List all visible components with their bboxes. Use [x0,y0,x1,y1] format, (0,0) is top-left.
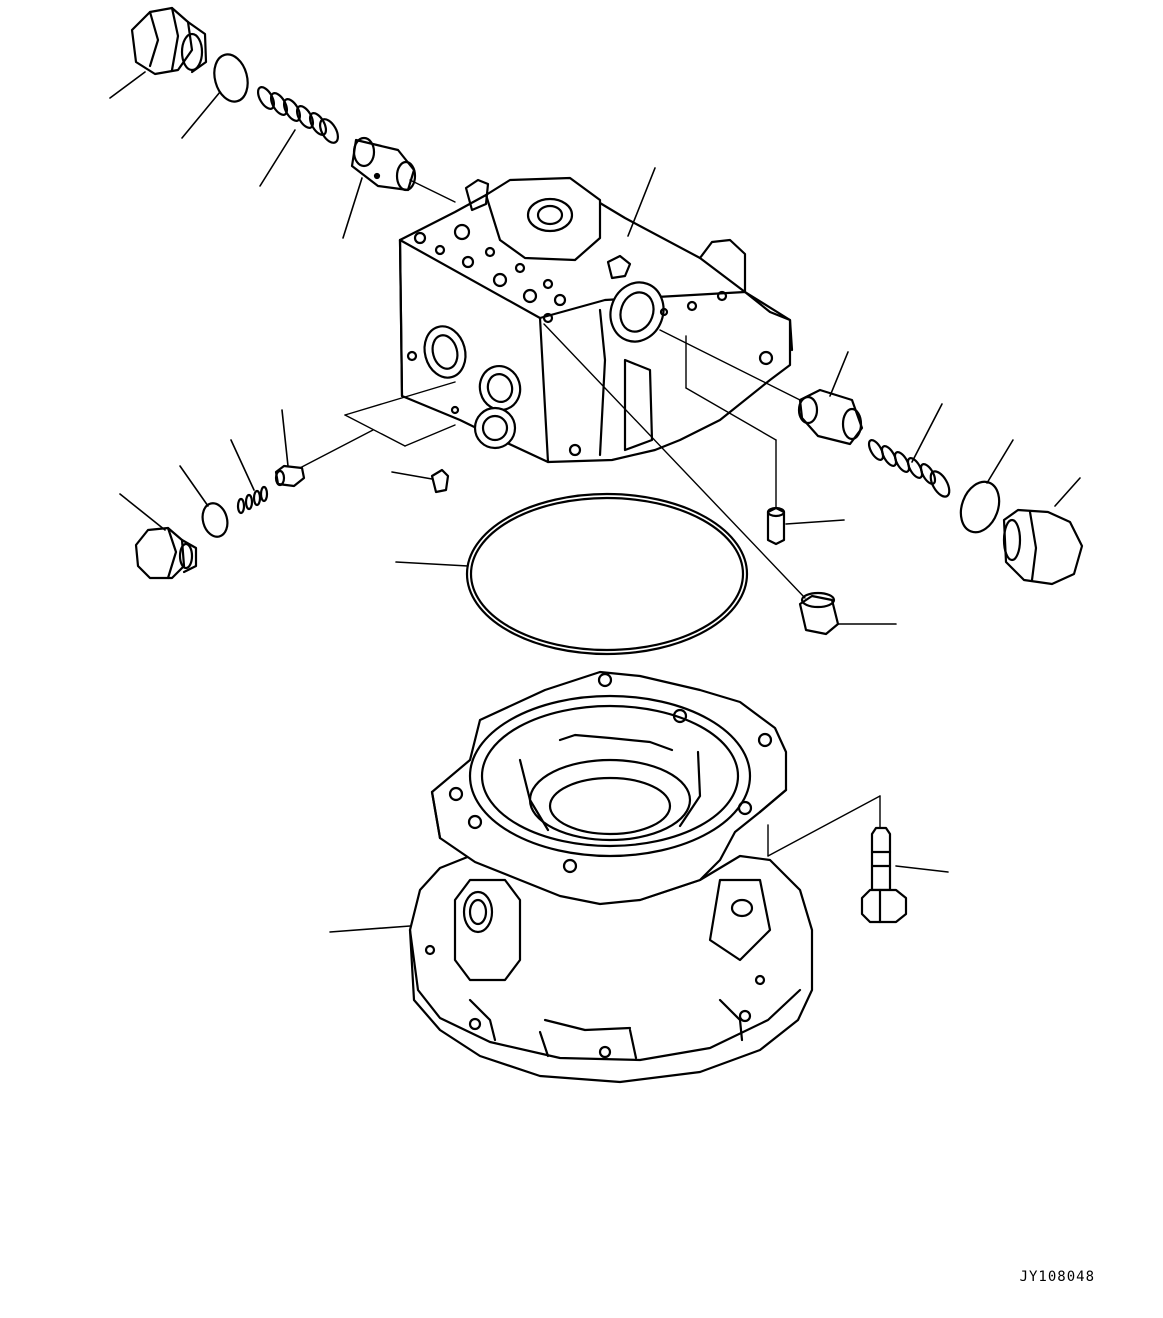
collar [798,591,840,636]
plug-right [1002,508,1084,586]
spring-right [867,439,951,498]
o-ring-upper-left [213,53,249,103]
large-o-ring [465,492,749,656]
spring-upper-left [256,86,339,144]
drawing-code: JY108048 [1019,1269,1095,1285]
motor-housing [408,670,814,1084]
relief-valve-plug-upper-left [130,6,208,76]
o-ring-lower-left [201,502,229,538]
check-valve-poppet [274,464,306,488]
piston-upper-left [350,136,417,192]
motor-valve-body [398,176,794,464]
mounting-bolt [860,826,908,924]
piston-right [797,388,864,446]
o-ring-right [959,480,1001,534]
small-spring [236,485,269,515]
pin [766,506,786,546]
orifice-plug [430,468,450,494]
plug-lower-left [134,526,198,580]
